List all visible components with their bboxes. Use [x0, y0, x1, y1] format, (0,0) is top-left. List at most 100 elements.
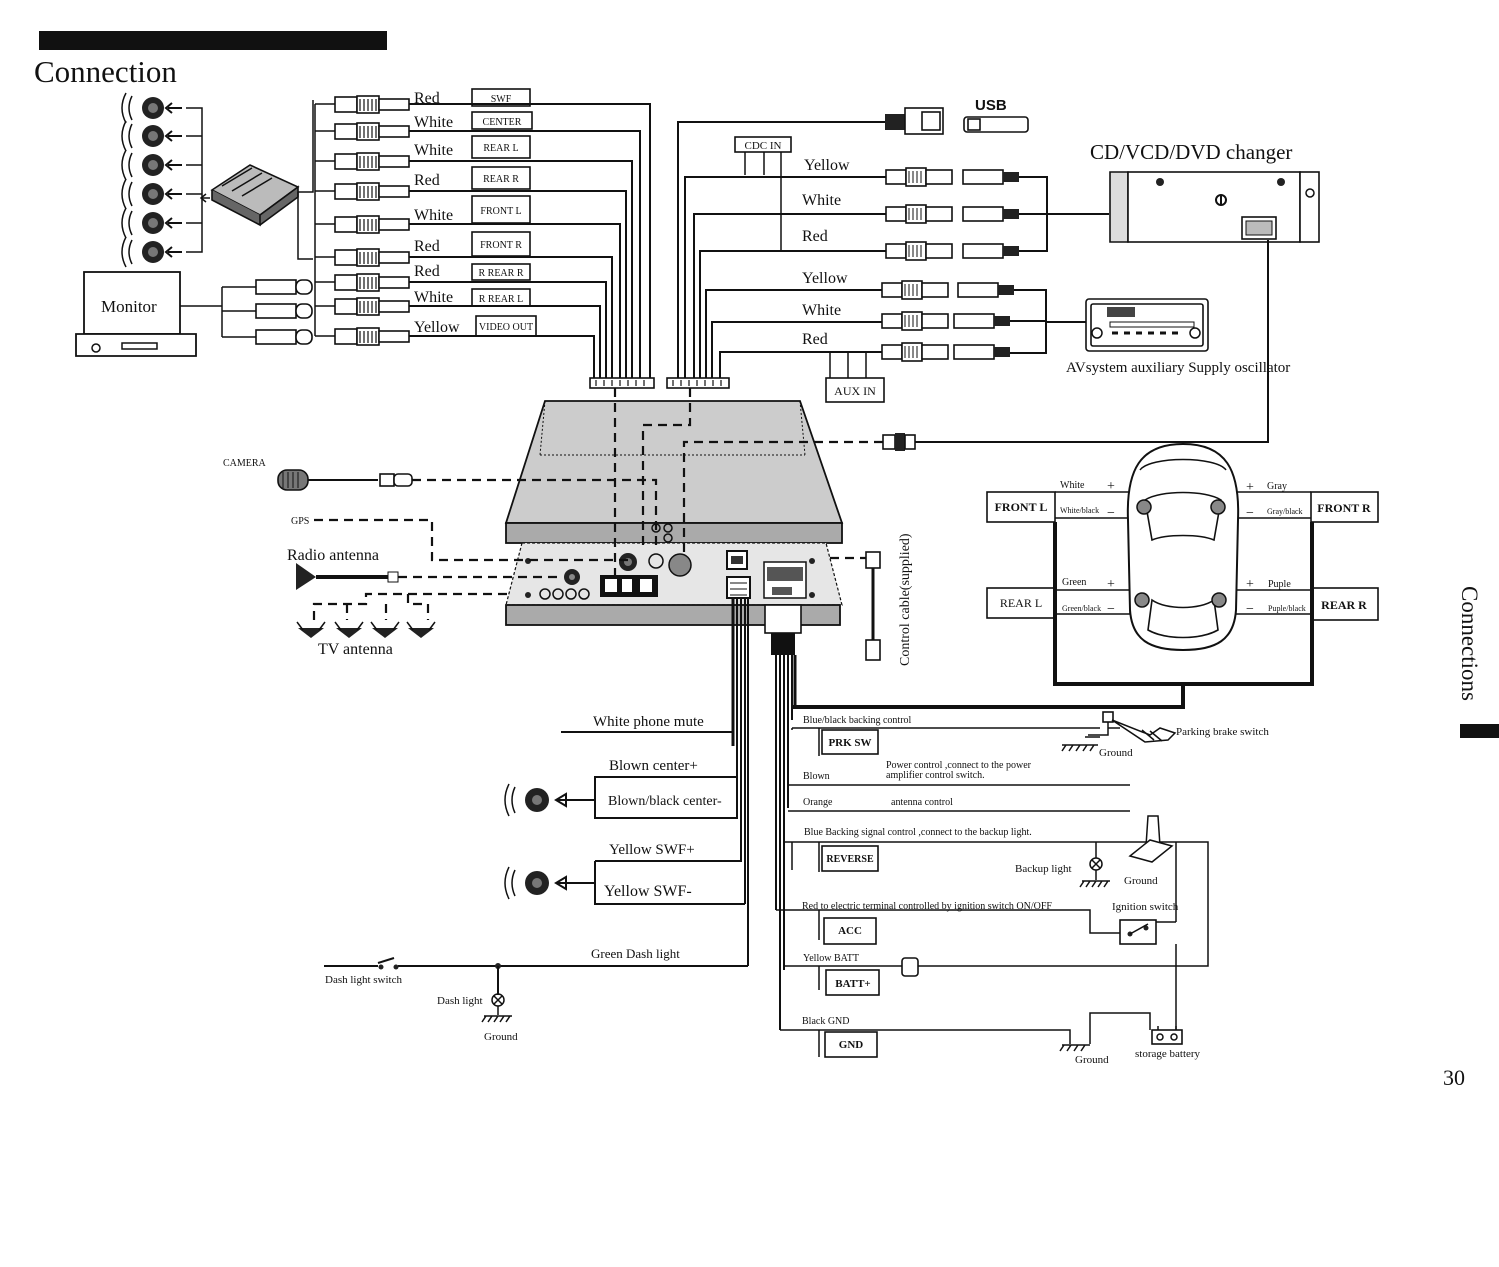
center-neg-label: Blown/black center- [608, 794, 722, 809]
speaker-icon-2 [121, 120, 182, 152]
speaker-icon-3 [121, 149, 182, 181]
speaker-icon [504, 783, 595, 817]
ground-label: Ground [1124, 875, 1158, 887]
dvd-changer-icon: CD/VCD/DVD changer [915, 140, 1320, 443]
power-control-line2: amplifier control switch. [886, 770, 985, 781]
output-color: White [414, 207, 453, 224]
ground-label: Ground [484, 1031, 518, 1043]
fr-pos-label: Gray [1267, 481, 1287, 492]
side-tab-bar [1460, 724, 1499, 738]
gps-label: GPS [291, 516, 309, 527]
rear-l-label: REAR L [1000, 596, 1042, 610]
output-color: White [414, 289, 453, 306]
head-unit [504, 400, 844, 626]
rca-plug [334, 182, 410, 201]
output-color: Red [414, 172, 440, 189]
cdc-in-connector: CDC IN Yellow White Red [666, 136, 886, 389]
output-color: Red [414, 238, 440, 255]
speaker-icon-5 [121, 207, 182, 239]
swf-neg-label: Yellow SWF- [604, 883, 692, 900]
cdc-in-label: CDC IN [745, 140, 782, 152]
backup-light-label: Backup light [1015, 863, 1072, 875]
gear-shift-icon [1128, 815, 1174, 863]
rl-neg-label: Green/black [1062, 604, 1101, 613]
gps-input: GPS [291, 516, 628, 562]
reverse-box: REVERSE [826, 854, 874, 865]
speaker-icon-4 [121, 178, 182, 210]
page-number: 30 [1443, 1065, 1465, 1090]
output-color: White [414, 142, 453, 159]
camera-input: CAMERA [223, 458, 658, 548]
output-tag: CENTER [483, 117, 522, 128]
aux-wire-color: Red [802, 331, 828, 348]
control-cable: Control cable(supplied) [830, 533, 913, 666]
antenna-control-label: antenna control [891, 797, 953, 808]
aux-input: Yellow White Red AUX IN [802, 270, 1086, 403]
minus-sign: − [1107, 506, 1115, 521]
swf-pos-label: Yellow SWF+ [609, 842, 695, 858]
plus-sign: + [1246, 480, 1254, 495]
dashed-route [682, 440, 883, 555]
av-system-icon: AVsystem auxiliary Supply oscillator [1066, 298, 1290, 376]
speaker-stack [121, 92, 203, 268]
phone-mute-label: White phone mute [593, 714, 704, 730]
speaker-icon [504, 866, 595, 900]
output-tag: R REAR L [479, 294, 523, 305]
usb-label: USB [975, 97, 1007, 114]
cdc-wire-color: Red [802, 228, 828, 245]
plus-sign: + [1246, 577, 1254, 592]
aux-wire-color: White [802, 302, 841, 319]
aux-in-label: AUX IN [834, 384, 876, 398]
ignition-switch-label: Ignition switch [1112, 901, 1179, 913]
rca-plug [334, 273, 410, 292]
cdc-rca-plugs [885, 167, 1109, 261]
plus-sign: + [1107, 577, 1115, 592]
speaker-icon-1 [121, 92, 182, 124]
red-wire-label: Red to electric terminal controlled by i… [802, 901, 1052, 912]
parking-brake-icon: Parking brake switch Ground [1061, 711, 1269, 759]
parking-brake-label: Parking brake switch [1176, 726, 1269, 738]
dash-light-label: Dash light [437, 995, 483, 1007]
blown-wire-label: Blown [803, 771, 830, 782]
output-labels: Red White White Red White Red Red White … [414, 88, 537, 337]
minus-sign: − [1246, 506, 1254, 521]
tv-label: TV antenna [318, 641, 393, 658]
rca-plug [334, 122, 410, 141]
speaker-icon-6 [121, 236, 182, 268]
output-color: Yellow [414, 319, 460, 336]
output-tag: REAR R [483, 174, 519, 185]
monitor-icon: Monitor [75, 271, 313, 357]
gnd-wire-label: Black GND [802, 1016, 850, 1027]
blue-wire-label: Blue Backing signal control ,connect to … [804, 827, 1032, 838]
output-tag: FRONT L [480, 206, 521, 217]
output-tag: REAR L [483, 143, 518, 154]
prk-wire-label: Blue/black backing control [803, 715, 912, 726]
rca-plug [334, 248, 410, 267]
dashed-route [641, 388, 692, 548]
prk-sw-box: PRK SW [828, 737, 871, 749]
dash-switch-label: Dash light switch [325, 974, 402, 986]
fl-pos-label: White [1060, 480, 1085, 491]
acc-box: ACC [838, 925, 862, 937]
left-harness-wires [409, 103, 655, 389]
cdc-wire-color: Yellow [804, 157, 850, 174]
output-tag: FRONT R [480, 240, 522, 251]
main-harness [731, 598, 802, 1030]
av-system-label: AVsystem auxiliary Supply oscillator [1066, 360, 1290, 376]
usb-connector: USB [677, 97, 1029, 378]
power-control-line1: Power control ,connect to the power [886, 760, 1032, 771]
output-color: Red [414, 90, 440, 107]
side-tab: Connections [1457, 586, 1499, 738]
fl-neg-label: White/black [1060, 506, 1099, 515]
rca-plug [334, 215, 410, 234]
ignition-switch-icon [1119, 919, 1176, 945]
rca-plug [334, 297, 410, 316]
aux-wire-color: Yellow [802, 270, 848, 287]
cdc-wire-color: White [802, 192, 841, 209]
output-tag: R REAR R [478, 268, 523, 279]
control-cable-label: Control cable(supplied) [898, 533, 913, 666]
storage-battery-icon: storage battery [1135, 1026, 1201, 1060]
rca-plug [334, 327, 410, 346]
